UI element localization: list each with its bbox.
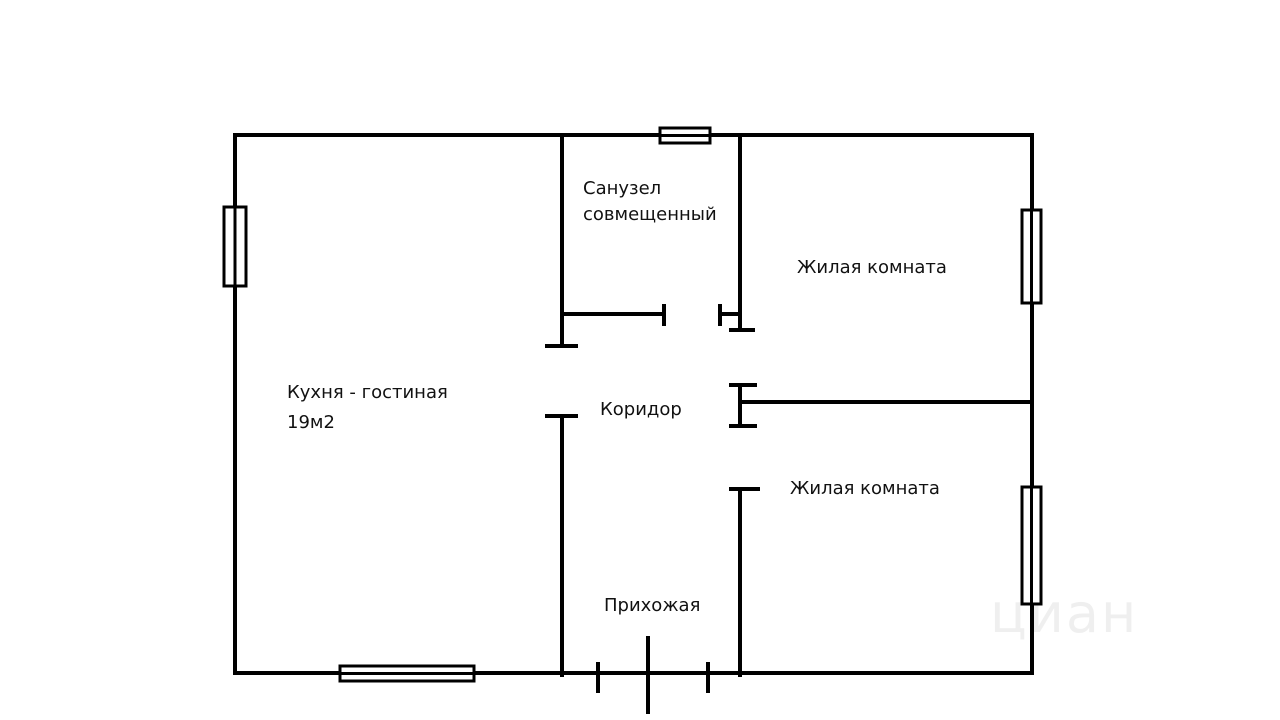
kitchen-living-label: Кухня - гостиная 19м2	[287, 380, 448, 436]
bathroom-label: Санузел совмещенный	[583, 176, 717, 228]
watermark-logo: циан	[990, 582, 1139, 645]
hallway-label: Прихожая	[604, 595, 701, 616]
window-bottom	[338, 664, 476, 683]
window-top	[658, 126, 712, 145]
bathroom-label-line2: совмещенный	[583, 204, 717, 225]
bedroom-bottom-wall	[729, 487, 760, 677]
kitchen-living-area: 19м2	[287, 412, 335, 433]
window-right-bottom	[1020, 485, 1043, 606]
corridor-label: Коридор	[600, 399, 682, 420]
kitchen-living-name: Кухня - гостиная	[287, 382, 448, 403]
bedroom-bottom-label: Жилая комната	[790, 478, 940, 499]
bathroom-left-wall	[545, 135, 666, 348]
bathroom-right-wall	[718, 135, 755, 332]
bedroom-top-label: Жилая комната	[797, 257, 947, 278]
entrance-door	[596, 636, 710, 714]
bedrooms-divider-wall	[729, 383, 1032, 428]
window-right-top	[1020, 208, 1043, 305]
bathroom-label-line1: Санузел	[583, 178, 662, 199]
window-left	[222, 205, 248, 288]
kitchen-wall	[545, 414, 578, 677]
